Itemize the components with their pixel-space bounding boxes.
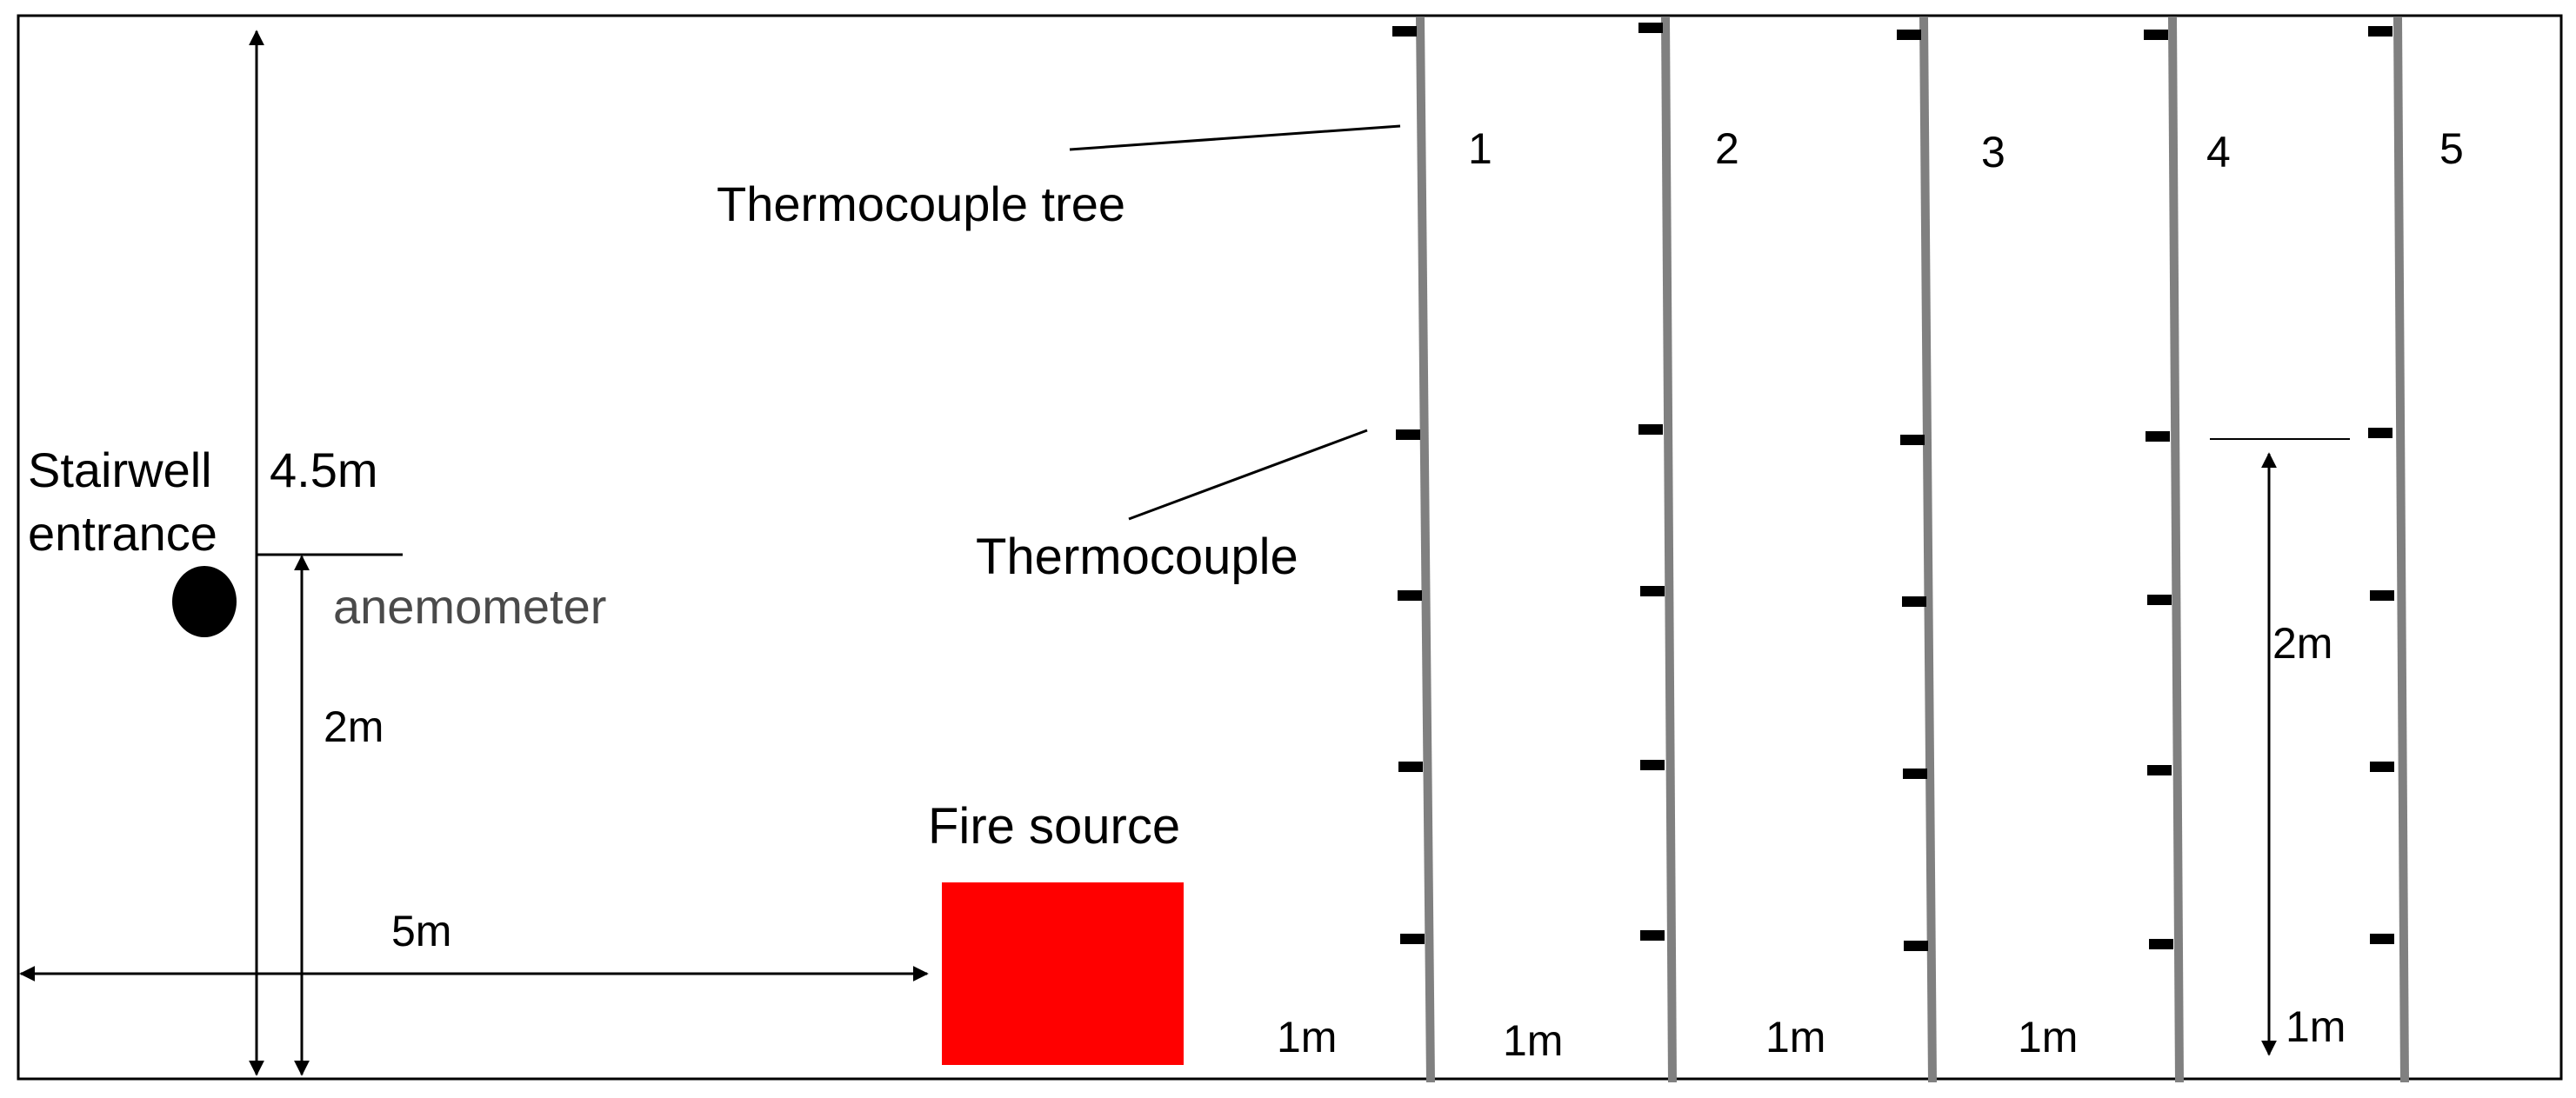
thermocouple-sensor-4-4 [2147, 765, 2172, 775]
thermocouple-sensor-3-4 [1903, 769, 1927, 779]
diagram-frame [17, 14, 2563, 1081]
bottom-gap-label: 1m [2286, 1002, 2346, 1051]
spacing-label-3: 1m [1765, 1013, 1825, 1061]
thermocouple-sensor-5-3 [2370, 590, 2394, 601]
tree-spacing-labels: 1m 1m 1m 1m 1m [1277, 1002, 2346, 1065]
thermocouple-sensor-4-5 [2149, 939, 2173, 949]
stairwell-entrance-marker [172, 566, 237, 637]
thermocouple-sensor-3-1 [1897, 30, 1921, 40]
tree-number-1: 1 [1468, 124, 1492, 173]
thermocouple-sensor-1-1 [1392, 26, 1417, 37]
thermocouple-tree-pole-1 [1416, 17, 1435, 1083]
thermocouple-sensor-3-2 [1900, 435, 1925, 445]
thermocouple-sensor-4-1 [2144, 30, 2168, 40]
thermocouple-tree-pole-3 [1919, 17, 1937, 1083]
thermocouple-sensor-2-2 [1638, 424, 1663, 435]
thermocouple-sensor-1-2 [1396, 429, 1420, 440]
thermocouple-sensor-4-3 [2147, 595, 2172, 605]
tree-number-2: 2 [1715, 124, 1739, 173]
thermocouple-trees [1392, 17, 2409, 1083]
thermocouple-sensor-5-2 [2368, 428, 2392, 438]
thermocouple-sensor-1-3 [1398, 590, 1422, 601]
thermocouple-sensor-2-5 [1640, 930, 1665, 941]
thermocouple-leader [1128, 429, 1368, 521]
spacing-label-2: 1m [1503, 1016, 1563, 1065]
stairwell-label-line1: Stairwell [28, 443, 212, 497]
thermocouple-sensor-2-1 [1638, 23, 1663, 33]
thermocouple-label: Thermocouple [976, 529, 1298, 585]
thermocouple-sensor-1-4 [1398, 762, 1423, 772]
thermocouple-sensor-5-4 [2370, 762, 2394, 772]
thermocouple-sensor-4-2 [2146, 431, 2170, 442]
spacing-label-4: 1m [2018, 1013, 2078, 1061]
spacing-label-1: 1m [1277, 1013, 1337, 1061]
tree-number-4: 4 [2206, 128, 2231, 176]
thermocouple-sensor-3-3 [1902, 596, 1926, 607]
anemometer-label: anemometer [333, 579, 606, 634]
thermocouple-sensor-1-5 [1400, 934, 1425, 944]
thermocouple-sensor-2-3 [1640, 586, 1665, 596]
thermocouple-sensor-5-1 [2368, 26, 2392, 37]
thermocouple-tree-pole-2 [1661, 17, 1677, 1083]
tree-number-3: 3 [1981, 128, 2005, 176]
anemometer-height-label: 2m [324, 702, 384, 751]
tree-number-labels: 1 2 3 4 5 [1468, 124, 2464, 176]
thermocouple-tree-pole-5 [2393, 17, 2409, 1083]
fire-source-label: Fire source [928, 798, 1180, 855]
distance-5m-label: 5m [391, 907, 451, 955]
fire-source-block [942, 882, 1184, 1065]
thermocouple-tree-label: Thermocouple tree [717, 176, 1125, 231]
thermocouple-spacing-label: 2m [2272, 619, 2332, 668]
stairwell-label-line2: entrance [28, 506, 217, 561]
thermocouple-sensor-2-4 [1640, 760, 1665, 770]
tree-number-5: 5 [2439, 124, 2464, 173]
thermocouple-tree-pole-4 [2168, 17, 2184, 1083]
thermocouple-tree-leader [1069, 124, 1401, 151]
height-4-5m-label: 4.5m [270, 443, 378, 497]
thermocouple-sensor-5-5 [2370, 934, 2394, 944]
thermocouple-sensor-3-5 [1904, 941, 1928, 951]
